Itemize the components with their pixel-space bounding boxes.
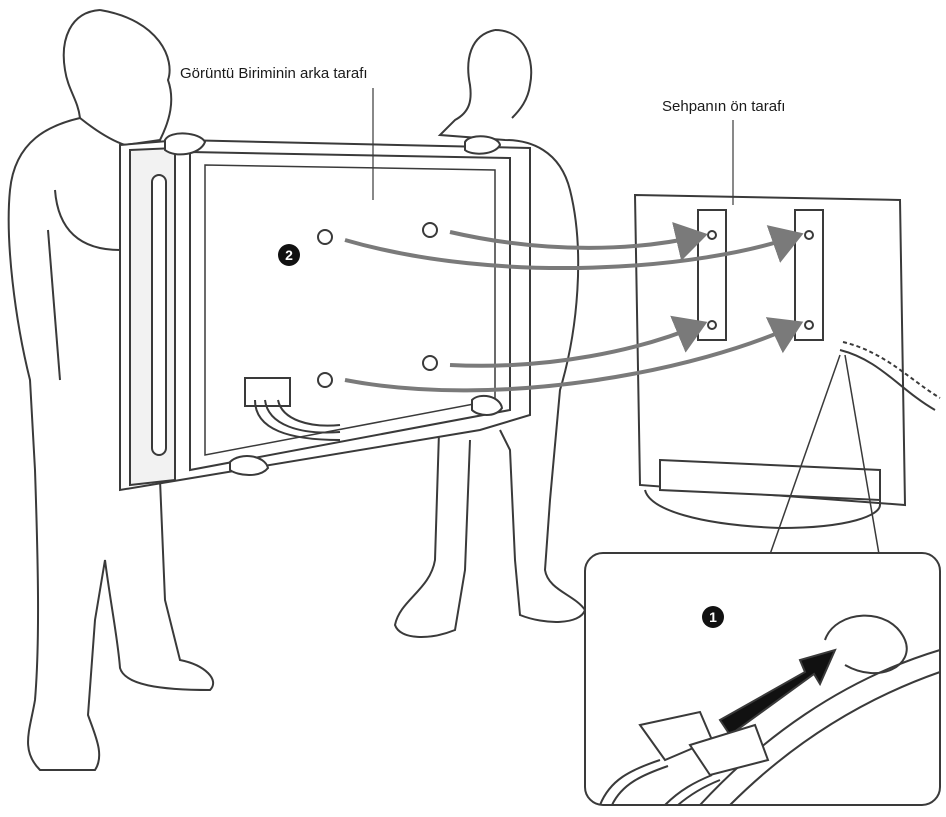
person-left-outline <box>7 9 215 771</box>
arrow-bottom-outer <box>344 317 804 393</box>
label-display-rear: Görüntü Biriminin arka tarafı <box>180 65 368 82</box>
arrow-bottom-inner <box>449 315 708 368</box>
leader-lines <box>372 88 734 205</box>
arrow-top-outer <box>344 225 804 271</box>
step-badge-2: 2 <box>278 244 300 266</box>
arrow-top-inner <box>449 221 708 261</box>
hands <box>164 132 504 476</box>
label-stand-front: Sehpanın ön tarafı <box>662 98 786 115</box>
inset-detail <box>584 552 941 806</box>
callout-lines <box>767 354 881 561</box>
stand-front <box>633 193 941 530</box>
step-badge-1: 1 <box>702 606 724 628</box>
mounting-arrows <box>344 221 804 393</box>
insert-arrow <box>718 648 837 737</box>
display-unit <box>119 138 531 492</box>
